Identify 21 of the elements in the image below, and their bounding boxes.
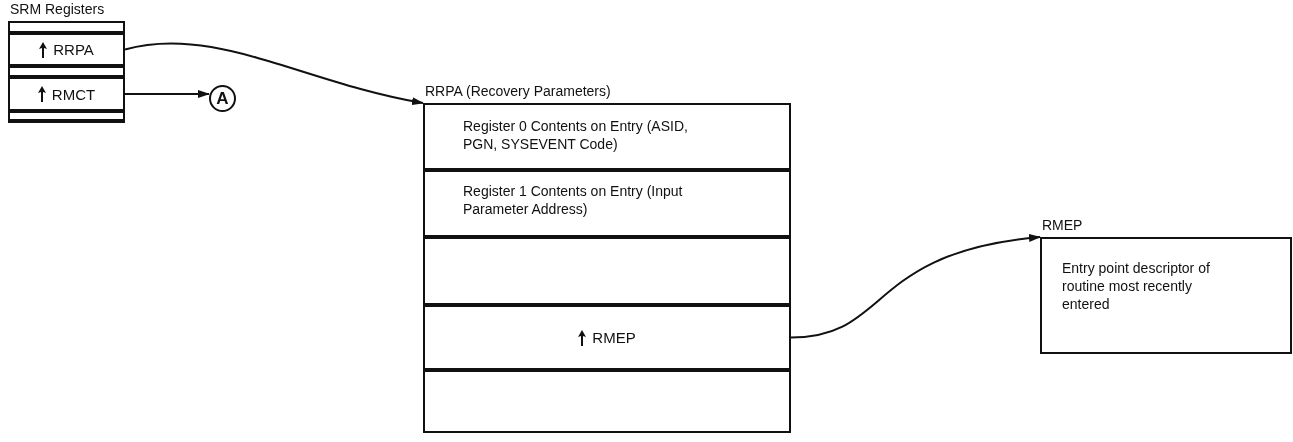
connector-circle	[209, 85, 236, 112]
area-heading: SRM Registers	[10, 1, 105, 17]
parameter-field	[423, 303, 791, 372]
arrow	[790, 234, 1041, 339]
arrow	[124, 42, 424, 105]
block-description: Entry point descriptor of routine most recently entered	[1062, 259, 1211, 313]
empty-field	[423, 235, 791, 307]
arrow	[124, 90, 210, 98]
empty-field	[8, 109, 125, 123]
empty-field	[8, 64, 125, 79]
parameter-field	[423, 168, 791, 239]
pointer-name: RMCT	[51, 85, 96, 103]
area-heading: RRPA (Recovery Parameters)	[425, 83, 611, 99]
connector-letter: A	[216, 88, 229, 109]
field-description: Register 1 Contents on Entry (Input Parameter Address)	[463, 182, 684, 218]
register-slot	[8, 75, 125, 113]
area-heading: RMEP	[1042, 217, 1083, 233]
pointer-name: RMEP	[592, 329, 636, 346]
pointer-name: RRPA	[53, 41, 94, 58]
field-description: Register 0 Contents on Entry (ASID, PGN, SYSEVENT Code)	[463, 117, 689, 153]
register-slot	[8, 31, 125, 68]
